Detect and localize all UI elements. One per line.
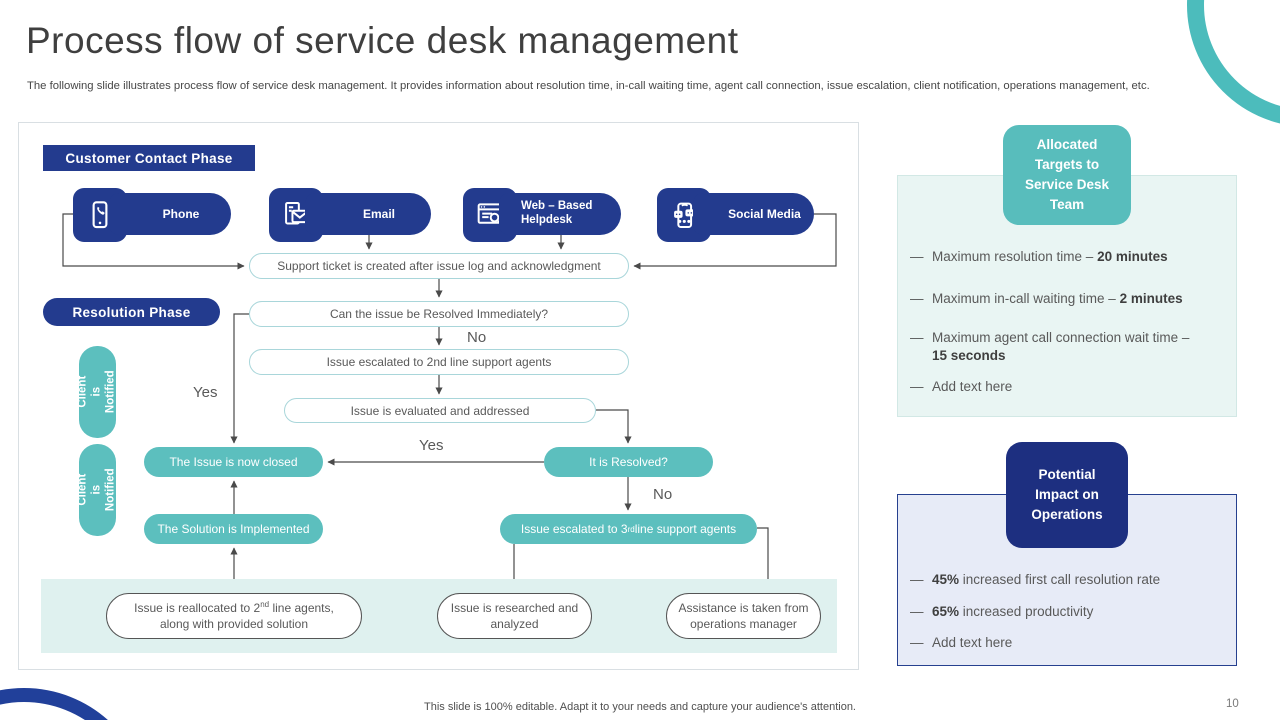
escalate-3rd-sup: rd [627,524,635,534]
target-1-value: 20 minutes [1097,249,1168,264]
channel-social-media: Social Media [693,193,814,235]
targets-badge: Allocated Targets to Service Desk Team [1003,125,1131,225]
channel-email: Email [305,193,431,235]
impact-2-value: 65% [932,603,960,619]
target-2-value: 2 minutes [1119,290,1183,306]
node-issue-closed: The Issue is now closed [144,447,323,477]
channel-phone-label: Phone [162,206,200,221]
impact-1-value: 45% [932,572,960,587]
target-1-text: Maximum resolution time – [932,249,1098,264]
bullet-dash: — [910,603,924,619]
bullet-dash: — [910,379,924,395]
channel-web-helpdesk-label: Web – Based Helpdesk [521,200,593,226]
reallocated-line2: along with provided solution [159,617,309,631]
target-3-text: Maximum agent call connection wait time … [932,330,1190,346]
node-researched: Issue is researched and analyzed [437,593,592,639]
target-item-3: — Maximum agent call connection wait tim… [910,329,1226,364]
target-item-2: — Maximum in-call waiting time – 2 minut… [910,290,1226,308]
client-notified-label-1: Client is Notified [76,370,117,414]
impact-item-3: — Add text here [910,634,1226,652]
teal-ring-decoration [1187,0,1280,127]
node-solution-implemented: The Solution is Implemented [144,514,323,544]
escalate-3rd-text-post: line support agents [634,522,737,536]
bullet-dash: — [910,249,924,264]
page-number: 10 [1226,698,1239,710]
target-3-value: 15 seconds [932,347,1006,363]
label-yes-1: Yes [193,384,218,401]
slide-subtitle: The following slide illustrates process … [27,80,1150,92]
page-title: Process flow of service desk management [26,20,739,61]
node-escalate-2nd-line: Issue escalated to 2nd line support agen… [249,349,629,375]
impact-2-text: increased productivity [959,603,1094,619]
label-yes-2: Yes [419,437,444,454]
node-reallocated: Issue is reallocated to 2nd line agents,… [106,593,362,639]
bullet-dash: — [910,635,924,651]
node-is-resolved: It is Resolved? [544,447,713,477]
impact-item-1: — 45% increased first call resolution ra… [910,571,1226,589]
channel-phone: Phone [109,193,231,235]
phase-header-resolution: Resolution Phase [43,298,220,326]
bullet-dash: — [910,330,924,346]
target-2-text: Maximum in-call waiting time – [932,290,1120,306]
impact-1-text: increased first call resolution rate [959,572,1161,587]
client-notified-pill-2: Client is Notified [76,444,117,536]
node-assistance: Assistance is taken from operations mana… [666,593,821,639]
node-can-resolve: Can the issue be Resolved Immediately? [249,301,629,327]
reallocated-text: Issue is reallocated to 2 [134,600,261,615]
impact-item-2: — 65% increased productivity [910,603,1226,621]
target-item-4: — Add text here [910,378,1226,396]
reallocated-sup: nd [260,599,270,609]
label-no-2: No [653,486,673,503]
escalate-3rd-text: Issue escalated to 3 [520,522,628,536]
reallocated-text-post: line agents, [269,600,334,615]
client-notified-label-2: Client is Notified [76,468,117,512]
flowchart-area: Customer Contact Phase Phone Email [18,122,859,670]
phase-header-customer-contact: Customer Contact Phase [43,145,255,171]
node-evaluated: Issue is evaluated and addressed [284,398,596,423]
client-notified-pill-1: Client is Notified [76,346,117,438]
channel-web-helpdesk: Web – Based Helpdesk [499,193,621,235]
target-4-text: Add text here [932,379,1013,395]
impact-badge: Potential Impact on Operations [1006,442,1128,548]
node-support-ticket: Support ticket is created after issue lo… [249,253,629,279]
bullet-dash: — [910,290,924,306]
channel-email-label: Email [362,206,395,221]
bullet-dash: — [910,572,924,587]
channel-social-media-label: Social Media [728,206,801,221]
target-item-1: — Maximum resolution time – 20 minutes [910,248,1226,266]
footer-note: This slide is 100% editable. Adapt it to… [424,701,856,713]
label-no-1: No [467,329,487,346]
impact-3-text: Add text here [932,635,1013,651]
